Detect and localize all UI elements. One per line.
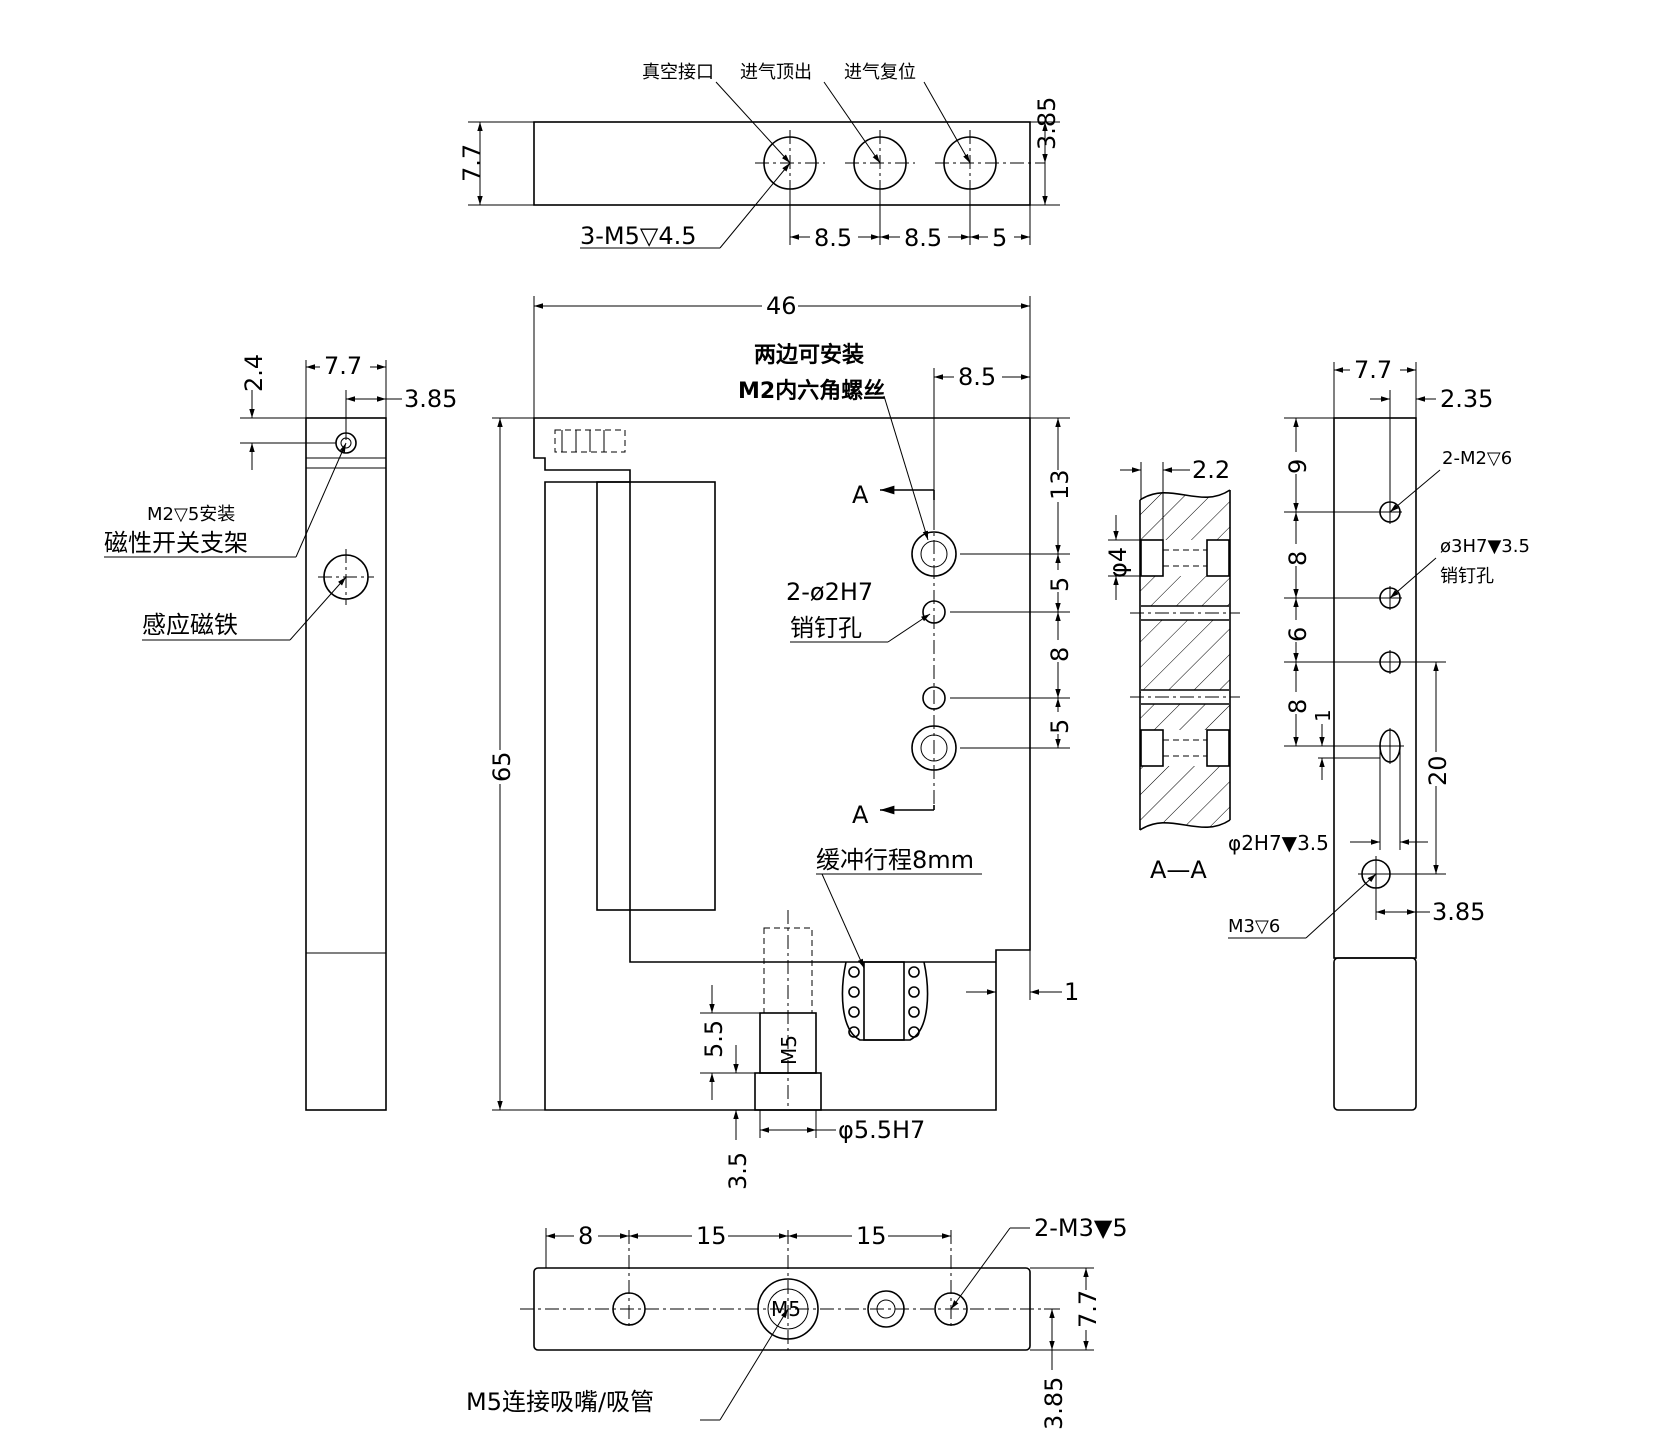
dim-right-20: 20 — [1424, 755, 1452, 786]
dim-right-385: 3.85 — [1432, 898, 1485, 926]
label-air-in-push: 进气顶出 — [740, 62, 812, 83]
top-view: 真空接口 进气顶出 进气复位 3-M5▽4.5 7.7 3.85 8.5 8.5… — [458, 62, 1061, 252]
dim-section-dia: φ4 — [1104, 547, 1132, 578]
callout-right-pin-line1: ø3H7▼3.5 — [1440, 536, 1530, 557]
dim-right-8b: 8 — [1284, 699, 1312, 714]
dim-front-8: 8 — [1046, 647, 1074, 662]
dim-right-pin: φ2H7▼3.5 — [1228, 831, 1329, 855]
bottom-hole-center — [867, 1290, 905, 1328]
callout-bracket-line2: 磁性开关支架 — [104, 529, 248, 557]
callout-pin-line2: 销钉孔 — [790, 614, 862, 642]
dim-top-center: 3.85 — [1033, 97, 1061, 150]
callout-m5-connect: M5连接吸嘴/吸管 — [466, 1388, 654, 1416]
callout-right-m3: M3▽6 — [1228, 916, 1280, 937]
dim-right-6: 6 — [1284, 627, 1312, 642]
section-arrow-a-bottom: A — [852, 801, 869, 829]
dim-left-width: 7.7 — [324, 352, 362, 380]
callout-stroke: 缓冲行程8mm — [816, 846, 974, 874]
dim-top-pitch2: 8.5 — [904, 224, 942, 252]
dim-bottom-8: 8 — [578, 1222, 593, 1250]
section-arrow-a-top: A — [852, 481, 869, 509]
bottom-hole-m3-2 — [934, 1230, 968, 1330]
dim-bottom-height: 7.7 — [1074, 1290, 1102, 1328]
dim-top-pitch1: 8.5 — [814, 224, 852, 252]
dim-front-height: 65 — [488, 751, 516, 782]
dim-section-width: 2.2 — [1192, 456, 1230, 484]
callout-magnet: 感应磁铁 — [142, 611, 238, 639]
dim-bottom-15a: 15 — [696, 1222, 727, 1250]
callout-mount-line1: 两边可安装 — [754, 342, 864, 368]
bottom-hole-m5: M5 — [757, 1230, 819, 1350]
callout-right-pin-line2: 销钉孔 — [1440, 566, 1494, 587]
dim-right-width: 7.7 — [1354, 356, 1392, 384]
dim-front-13: 13 — [1046, 469, 1074, 500]
dim-left-half: 3.85 — [404, 385, 457, 413]
dim-bottom-15b: 15 — [856, 1222, 887, 1250]
dim-top-height: 7.7 — [458, 144, 486, 182]
dim-right-8a: 8 — [1284, 551, 1312, 566]
dim-top-edge: 5 — [992, 224, 1007, 252]
callout-bracket-line1: M2▽5安装 — [147, 504, 235, 525]
dim-right-offset: 2.35 — [1440, 385, 1493, 413]
thread-m5-bottom: M5 — [771, 1297, 801, 1321]
dim-front-3-5: 3.5 — [724, 1152, 752, 1190]
left-view: 7.7 3.85 2.4 M2▽5安装 磁性开关支架 感应磁铁 — [104, 352, 457, 1111]
section-view: 2.2 φ4 A—A — [1104, 456, 1240, 884]
label-air-in-reset: 进气复位 — [844, 62, 916, 83]
right-view: 7.7 2.35 9 8 6 8 1 20 — [1228, 356, 1530, 1111]
bottom-view: M5 8 15 15 7.7 3.85 2-M3▼5 M5连接吸嘴/吸管 — [466, 1214, 1128, 1430]
callout-pin-line1: 2-ø2H7 — [786, 578, 873, 606]
dim-right-1: 1 — [1311, 709, 1335, 722]
bottom-hole-m3-1 — [612, 1230, 646, 1330]
callout-right-m2: 2-M2▽6 — [1442, 448, 1512, 469]
dim-right-9: 9 — [1284, 459, 1312, 474]
callout-bottom-m3: 2-M3▼5 — [1034, 1214, 1128, 1242]
front-view: M5 A A 46 — [488, 292, 1079, 1190]
dim-left-top-offset: 2.4 — [240, 354, 268, 392]
thread-callout-top: 3-M5▽4.5 — [580, 222, 697, 250]
dim-front-1: 1 — [1064, 978, 1079, 1006]
callout-mount-line2: M2内六角螺丝 — [738, 378, 885, 404]
dim-bottom-center: 3.85 — [1040, 1377, 1068, 1430]
thread-m5-front: M5 — [777, 1035, 801, 1065]
spring-coils — [848, 966, 920, 1038]
dim-front-offset-right: 8.5 — [958, 363, 996, 391]
section-title: A—A — [1150, 856, 1207, 884]
dim-front-width: 46 — [766, 292, 797, 320]
dim-front-5-5: 5.5 — [700, 1020, 728, 1058]
dim-front-5a: 5 — [1046, 577, 1074, 592]
right-hole-m2-2 — [1378, 650, 1402, 674]
label-vacuum-port: 真空接口 — [642, 62, 714, 83]
top-hole-reset — [935, 130, 1045, 196]
dim-front-bore: φ5.5H7 — [838, 1116, 925, 1144]
dim-front-5b: 5 — [1046, 719, 1074, 734]
